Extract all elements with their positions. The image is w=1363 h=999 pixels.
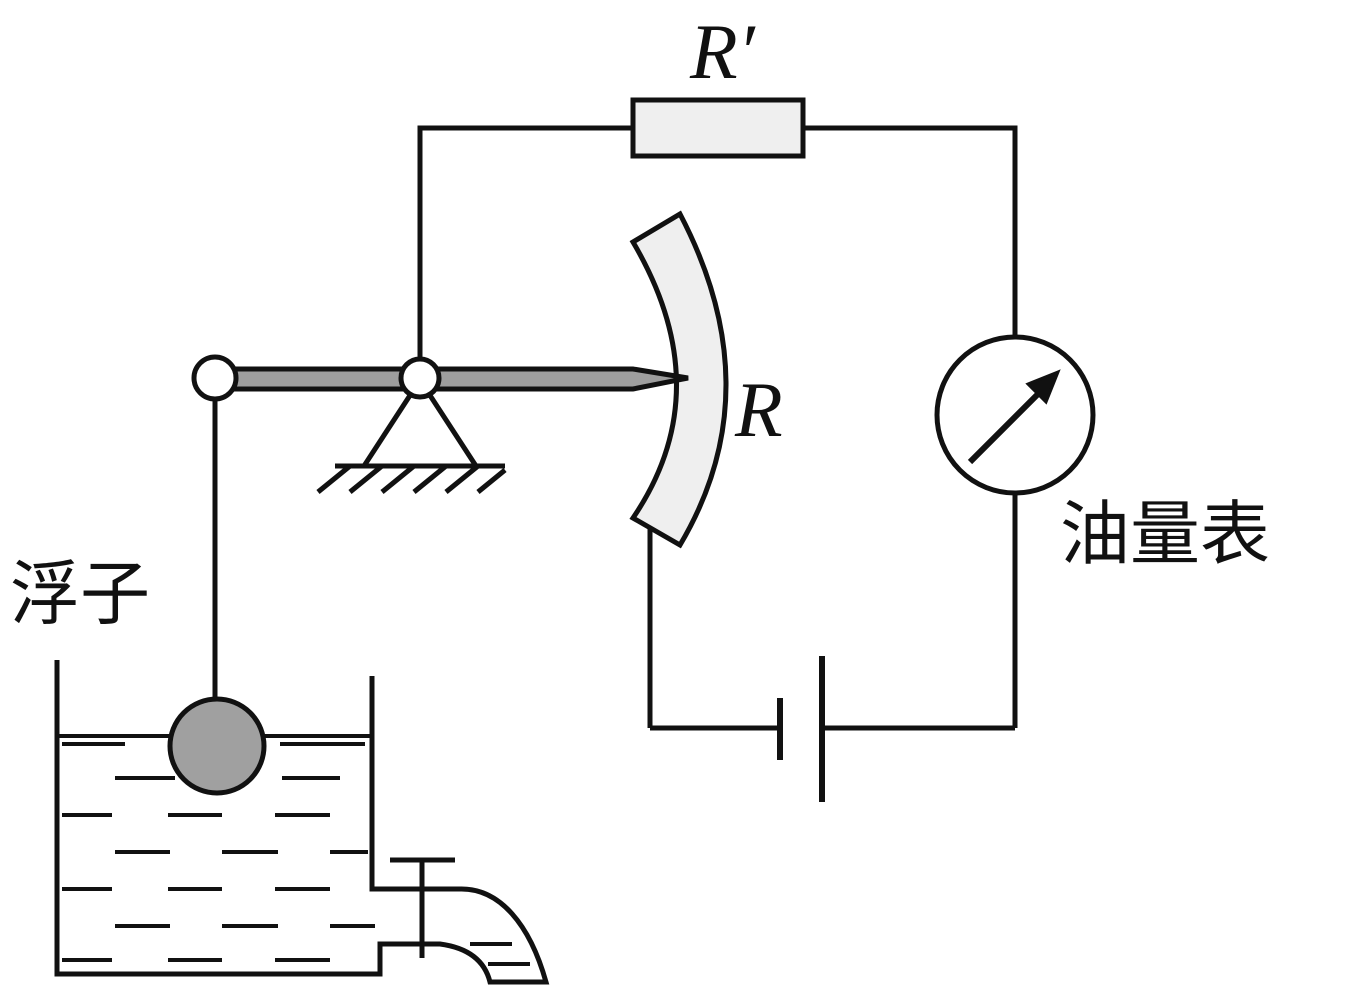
battery-symbol: [777, 656, 825, 802]
circuit-wires: [417, 125, 1018, 731]
meter-label: 油量表: [1060, 493, 1270, 575]
ground-hatch-5: [444, 464, 480, 494]
lever-bar: [212, 366, 689, 392]
ground-hatch-2: [348, 464, 384, 494]
meter-needle-arrowhead-icon: [1025, 369, 1061, 405]
oil-tank: [54, 660, 418, 977]
faucet-spout: [418, 886, 550, 985]
wire-top-left: [417, 125, 633, 365]
faucet-icon: [390, 857, 550, 985]
float-label: 浮子: [10, 553, 150, 635]
pivot-support: [316, 378, 507, 494]
pivot-joint: [398, 356, 442, 400]
float-arm-joint: [191, 354, 239, 402]
lever-arm: [212, 366, 689, 392]
tank-wall-right: [369, 676, 418, 892]
meter-needle: [967, 391, 1041, 465]
ground-hatch-4: [412, 464, 448, 494]
ground-hatch-6: [476, 468, 507, 494]
variable-resistor-label: R: [734, 366, 783, 453]
fixed-resistor-label: R′: [689, 8, 757, 95]
oil-liquid: [57, 734, 530, 966]
ground-hatch-3: [380, 464, 416, 494]
oil-dashes: [62, 742, 530, 966]
tank-wall-left-bottom: [54, 660, 418, 977]
fixed-resistor: [630, 97, 806, 159]
ground-hatch-1: [316, 464, 352, 494]
oil-meter: [934, 334, 1096, 496]
wire-top-right: [803, 125, 1018, 335]
float-ball: [167, 696, 267, 796]
